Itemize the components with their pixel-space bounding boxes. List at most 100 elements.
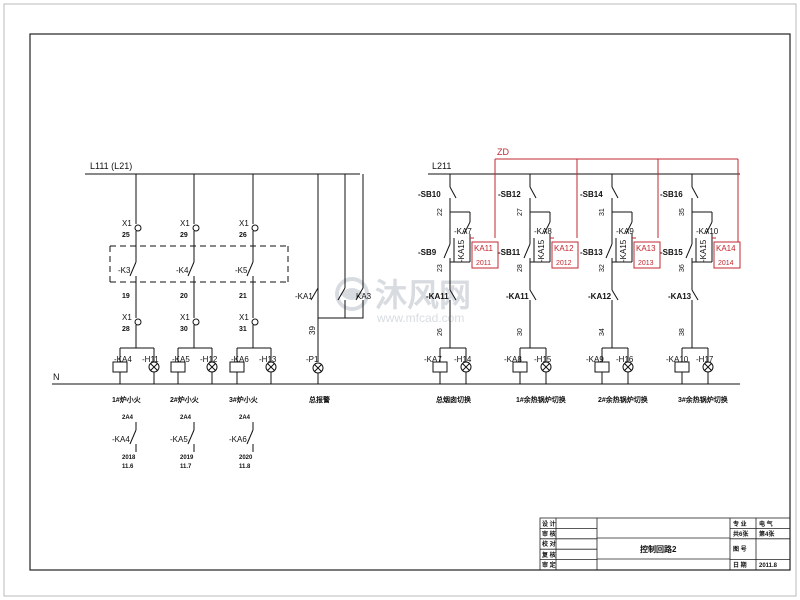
wire-no-mid: 21: [239, 293, 247, 300]
alarm-lamp-label: -P1: [306, 355, 319, 364]
contact-ref: 2020: [239, 455, 253, 461]
wire-no-low: 26: [437, 328, 444, 336]
tb-sheet-no: 第4张: [758, 530, 775, 538]
relay-label: -KA8: [504, 355, 522, 364]
remote-tag: 2012: [556, 260, 572, 267]
drawing-frame: [29, 33, 791, 571]
terminal-label: X1: [239, 313, 249, 322]
remote-relay-label: KA11: [474, 244, 494, 253]
alarm-contact-b: KA3: [356, 292, 372, 301]
stop-button-label: -SB12: [498, 190, 521, 199]
contact-ref: 2A4: [239, 415, 251, 421]
wire-no-low: 30: [517, 328, 524, 336]
relay-label: -KA4: [114, 355, 132, 364]
wire: [523, 243, 531, 259]
lamp-label: -H15: [534, 355, 552, 364]
remote-relay-label: KA14: [716, 244, 736, 253]
wire-no-lower: 28: [122, 326, 130, 333]
hold-contact-label: -KA7: [454, 227, 472, 236]
column-desc: 2#炉小火: [170, 395, 200, 404]
tb-label-check: 校 对: [542, 540, 556, 548]
tb-label-review: 审 核: [542, 530, 556, 538]
wire: [129, 261, 137, 277]
wire: [605, 243, 613, 259]
contact-ref: 11.6: [122, 464, 134, 470]
wire: [529, 186, 537, 199]
wire-no-upper: 25: [122, 232, 130, 239]
wire: [705, 221, 713, 235]
stop-button-label: -SB16: [660, 190, 683, 199]
relay-label: -KA7: [424, 355, 442, 364]
tb-sheet-total: 共6张: [733, 530, 749, 538]
tb-date-label: 日 期: [733, 561, 747, 569]
stop-button-label: -SB10: [418, 190, 441, 199]
relay-label: -KA5: [172, 355, 190, 364]
watermark-url: www.mfcad.com: [376, 311, 464, 325]
watermark-brand: 沐风网: [375, 277, 471, 313]
outer-border: [3, 3, 797, 597]
wire: [462, 363, 470, 371]
terminal-icon: [134, 224, 142, 232]
terminal-icon: [134, 318, 142, 326]
wire-no-low: 34: [599, 328, 606, 336]
wire-no-mid: 19: [122, 293, 130, 300]
breaker-label: -K5: [235, 266, 248, 275]
wire-no-upper: 29: [180, 232, 188, 239]
column-desc: 1#余热锅炉切换: [516, 395, 567, 404]
wire-no-mid: 20: [180, 293, 188, 300]
wire: [443, 243, 451, 259]
stop-contact-label: -KA11: [426, 292, 449, 301]
column-desc: 2#余热锅炉切换: [598, 395, 649, 404]
remote-relay-box: [713, 241, 741, 269]
wire: [246, 429, 254, 445]
right-rail-label: L211: [432, 161, 451, 171]
start-button-label: -SB9: [418, 248, 437, 257]
alarm-desc: 总报警: [309, 395, 330, 404]
left-column-2: X129-K420X130-KA5-H122#炉小火2A4-KA5201911.…: [170, 174, 218, 470]
remote-relay-label: KA12: [554, 244, 574, 253]
wire-no-lower: 30: [180, 326, 188, 333]
wire: [187, 261, 195, 277]
watermark-logo-icon: [335, 277, 369, 311]
terminal-icon: [251, 318, 259, 326]
start-button-label: -SB15: [660, 248, 683, 257]
wire: [463, 221, 471, 235]
relay-label: -KA6: [231, 355, 249, 364]
contact-ref: 11.8: [239, 464, 251, 470]
wire: [150, 363, 158, 371]
remote-tag: 2014: [718, 260, 734, 267]
wire: [542, 363, 550, 371]
contact-ref: 11.7: [180, 464, 192, 470]
stop-contact-label: -KA12: [588, 292, 612, 301]
breaker-label: -K4: [176, 266, 189, 275]
terminal-icon: [251, 224, 259, 232]
terminal-label: X1: [122, 313, 132, 322]
wire-no-mid: 28: [517, 264, 524, 272]
wire: [208, 363, 216, 371]
stop-button-label: -SB14: [580, 190, 603, 199]
left-rail-label: L111 (L21): [90, 161, 132, 171]
lamp-label: -H11: [142, 355, 159, 364]
breaker-label: -K3: [118, 266, 131, 275]
remote-tag: 2013: [638, 260, 654, 267]
wire-no-lower: 31: [239, 326, 247, 333]
wire: [543, 221, 551, 235]
column-desc: 1#炉小火: [112, 395, 142, 404]
contact-ref: 2A4: [122, 415, 134, 421]
wire: [187, 429, 195, 445]
left-column-1: X125-K319X128-KA4-H111#炉小火2A4-KA4201811.…: [112, 174, 160, 470]
contact-ref: 2A4: [180, 415, 192, 421]
start-button-label: -SB11: [498, 248, 521, 257]
wire: [625, 221, 633, 235]
wire-no-upper: 26: [239, 232, 247, 239]
lamp-label: -H16: [616, 355, 634, 364]
hold-contact-label: -KA9: [616, 227, 634, 236]
interlock-label: -KA15: [457, 239, 466, 262]
stop-contact-label: -KA11: [506, 292, 529, 301]
contact-ref: 2019: [180, 455, 194, 461]
hold-contact-label: -KA8: [534, 227, 552, 236]
left-columns: X125-K319X128-KA4-H111#炉小火2A4-KA4201811.…: [109, 174, 289, 470]
